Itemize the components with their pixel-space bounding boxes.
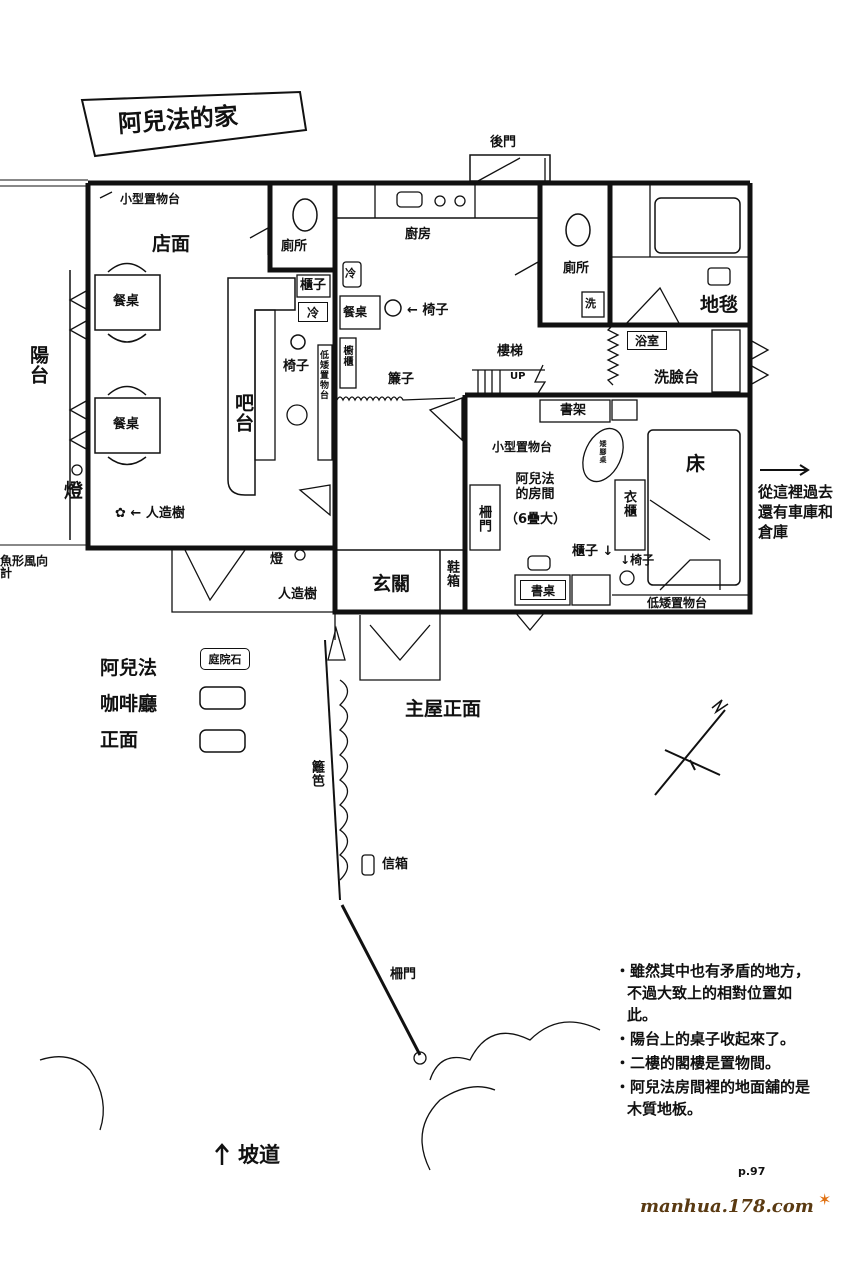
legend-garden-stone: 庭院石 (200, 648, 250, 670)
label-back-door: 後門 (490, 135, 517, 150)
label-dining-table-1: 餐桌 (113, 294, 140, 309)
label-fridge-bar: 冷 (298, 302, 328, 322)
label-weathervane: 魚形風向計 (0, 554, 49, 580)
label-chair-room: ↓椅子 (620, 553, 655, 567)
legend-line-2: 咖啡廳 (100, 693, 158, 715)
label-cabinet-bar: 櫃子 (300, 278, 327, 293)
label-rug: 地毯 (700, 294, 739, 316)
notes: ・雖然其中也有矛盾的地方，不過大致上的相對位置如此。 ・陽台上的桌子收起來了。 … (615, 960, 815, 1122)
label-chair-kitchen: ← 椅子 (407, 303, 449, 318)
label-cupboard-kitchen: 櫥櫃 (341, 345, 352, 367)
label-toilet-house: 廁所 (563, 261, 590, 276)
label-main-house-front: 主屋正面 (405, 698, 482, 720)
note: ・雖然其中也有矛盾的地方，不過大致上的相對位置如此。 (615, 962, 811, 1024)
label-low-shelf-bar: 低矮置物台 (318, 350, 328, 400)
label-curtain: 簾子 (388, 372, 415, 387)
label-table-kitchen: 餐桌 (343, 305, 368, 319)
label-entrance: 玄關 (372, 573, 411, 595)
flower-icon: ✿ (115, 506, 126, 521)
label-bar-counter: 吧台 (232, 393, 254, 433)
label-fence: 籬笆 (309, 760, 324, 788)
label-fridge-kitchen: 冷 (345, 267, 356, 280)
label-chair-bar: 椅子 (283, 359, 310, 374)
label-small-shelf-shop: 小型置物台 (120, 192, 181, 206)
title-banner (80, 90, 308, 158)
label-lamp-porch: 燈 (270, 552, 284, 567)
label-fence-door-room: 柵門 (476, 505, 491, 533)
star-icon: ✶ (818, 1190, 832, 1209)
label-shop: 店面 (152, 233, 191, 255)
note: ・陽台上的桌子收起來了。 (615, 1030, 796, 1048)
label-cabinet-room: 櫃子 ↓ (572, 544, 614, 559)
label-kitchen: 廚房 (405, 227, 432, 242)
legend: 阿兒法 咖啡廳 正面 (100, 650, 157, 758)
label-mailbox: 信箱 (382, 857, 409, 872)
label-slope: 坡道 (238, 1143, 280, 1167)
label-artificial-tree-shop: 人造樹 (145, 506, 185, 521)
label-artificial-tree-porch: 人造樹 (278, 587, 318, 602)
page-number: p.97 (738, 1165, 766, 1178)
label-stairs: 樓梯 (497, 344, 524, 359)
watermark: manhua.178.com (640, 1196, 814, 1217)
label-room-size: （6疊大） (505, 512, 567, 527)
note: ・阿兒法房間裡的地面舖的是木質地板。 (615, 1078, 811, 1118)
walls (85, 180, 753, 615)
label-gate: 柵門 (390, 967, 417, 982)
label-low-shelf-room: 低矮置物台 (647, 596, 708, 610)
label-bathroom: 浴室 (627, 331, 667, 350)
label-shoe-box: 鞋箱 (444, 560, 459, 588)
legend-line-1: 阿兒法 (100, 657, 158, 679)
label-bookshelf: 書架 (560, 403, 587, 418)
note: ・二樓的閣樓是置物間。 (615, 1054, 781, 1072)
label-alpha-room: 阿兒法的房間 (515, 472, 555, 502)
label-desk: 書桌 (520, 580, 566, 600)
legend-line-3: 正面 (100, 729, 139, 751)
label-washbasin: 洗臉台 (654, 368, 700, 386)
label-stairs-up: UP (510, 371, 526, 382)
label-wardrobe: 衣櫃 (621, 490, 636, 518)
label-small-shelf-room: 小型置物台 (492, 440, 553, 454)
label-low-table: 矮腳桌 (599, 440, 607, 464)
side-note-garage: 從這裡過去還有車庫和倉庫 (758, 483, 834, 541)
label-lamp-balcony: 燈 (64, 480, 84, 502)
label-dining-table-2: 餐桌 (113, 417, 140, 432)
label-washer: 洗 (585, 297, 596, 310)
label-bed: 床 (686, 453, 706, 475)
label-toilet-shop: 廁所 (281, 239, 308, 254)
artificial-tree-shop: ✿ ← 人造樹 (115, 506, 185, 521)
label-balcony: 陽台 (27, 345, 49, 385)
